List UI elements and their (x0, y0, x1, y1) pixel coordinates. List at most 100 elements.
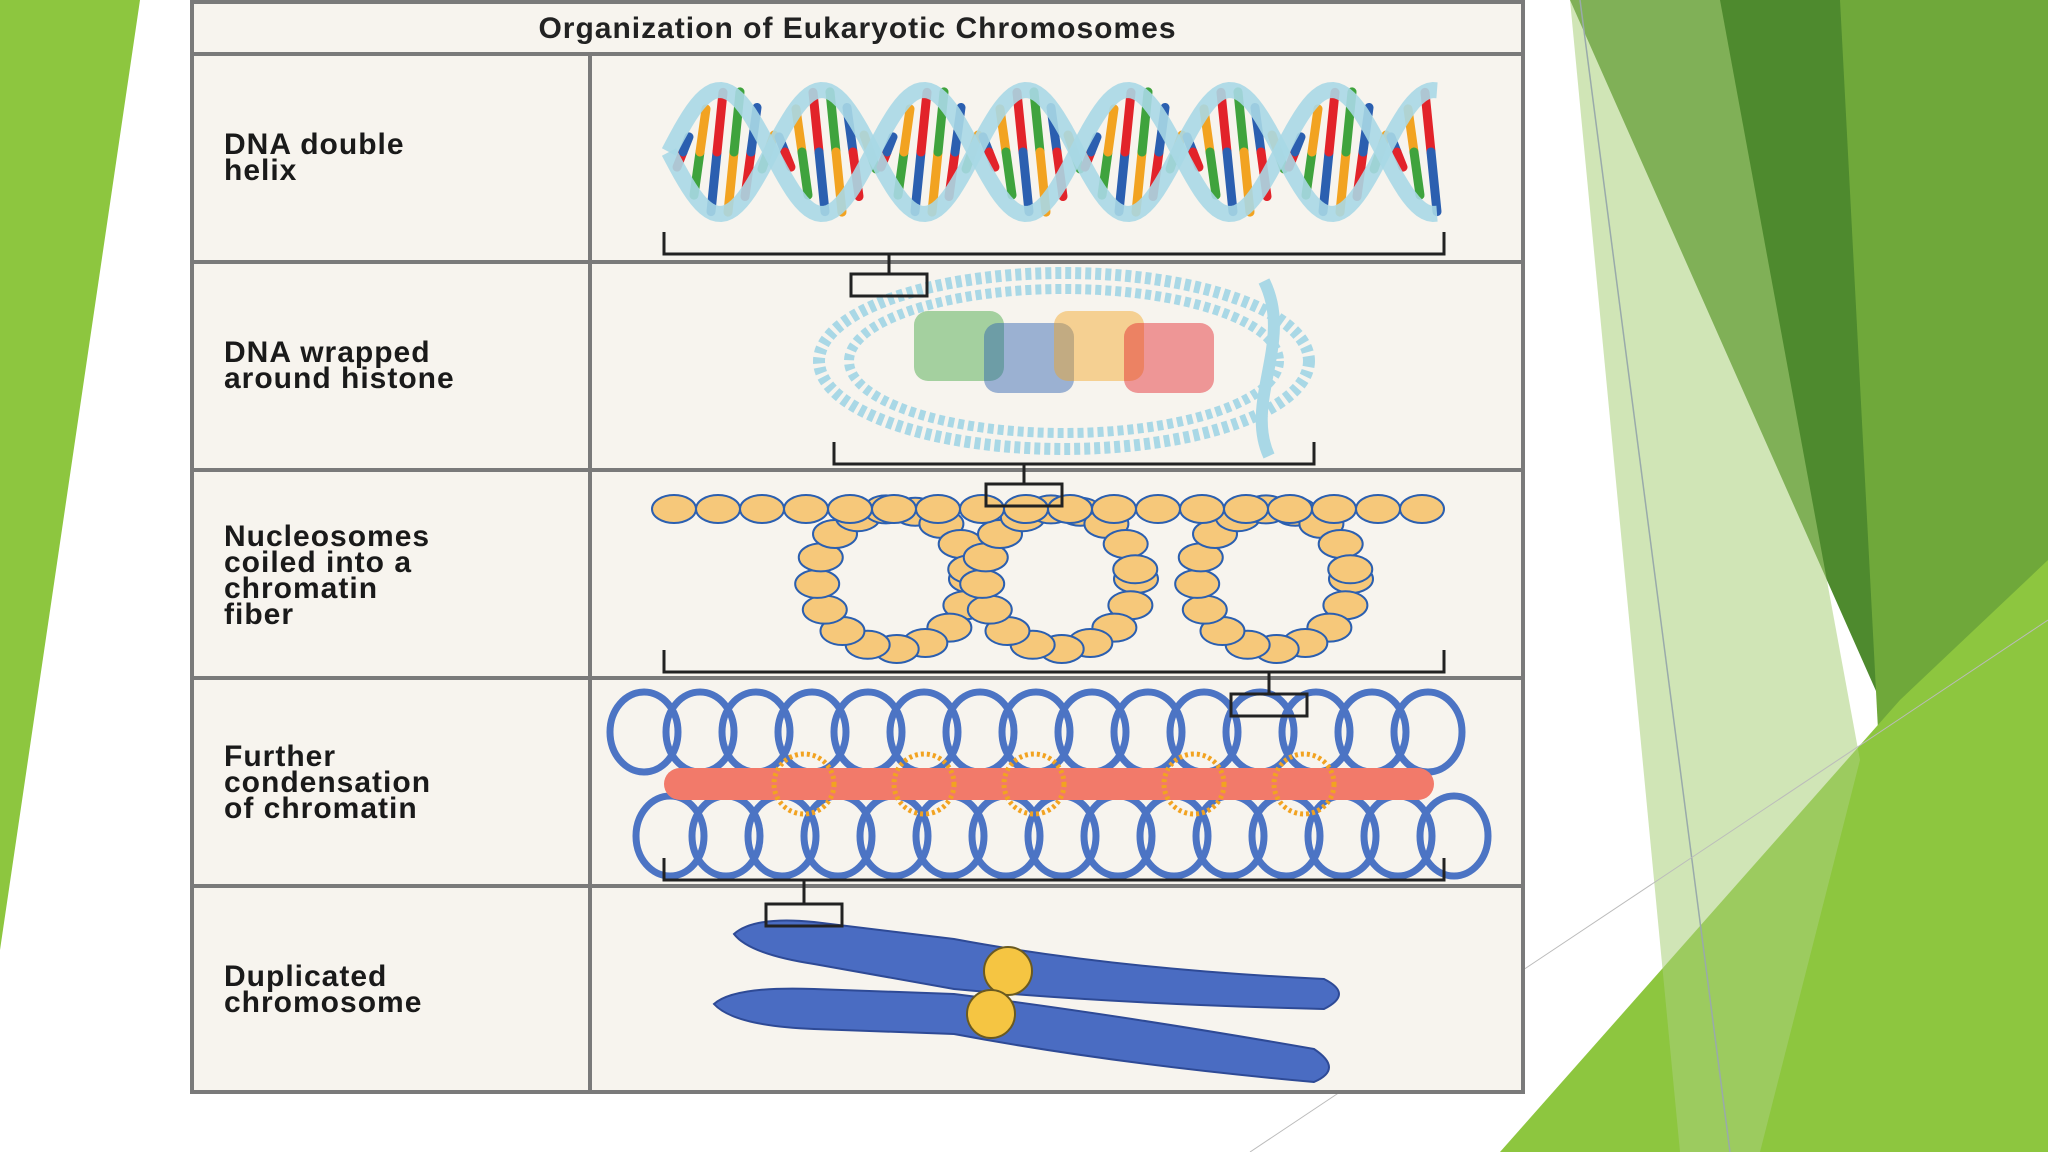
base-pair (1420, 87, 1436, 157)
condensed-chromatin-illustration (606, 688, 1492, 880)
centromere (966, 989, 1016, 1039)
nucleosome (1102, 529, 1149, 559)
nucleosome (1223, 494, 1269, 524)
zoom-brackets (662, 232, 1446, 928)
base-pair (1103, 104, 1119, 157)
scaffold-attachment (1161, 751, 1227, 817)
nucleosome (1267, 494, 1313, 524)
row-label: DNA double helix (224, 128, 594, 186)
label-line: DNA double (224, 128, 405, 161)
zoom-box (1229, 692, 1309, 718)
protein-scaffold (664, 768, 1434, 800)
column-divider (588, 56, 592, 1092)
row-duplicated-chromosome: Duplicated chromosome (194, 888, 1521, 1096)
base-pair (706, 147, 722, 217)
histone-protein (914, 311, 1004, 381)
row-label: Duplicated chromosome (224, 960, 594, 1019)
nucleosome (794, 568, 841, 599)
base-pair (899, 104, 915, 157)
dna-helix-illustration (661, 81, 1442, 223)
label-line: DNA wrapped (224, 336, 431, 369)
base-pair (1324, 87, 1340, 157)
base-pair (1290, 132, 1306, 157)
nucleosome (1399, 494, 1445, 524)
bracket (662, 858, 1446, 882)
base-pair (1114, 147, 1130, 217)
histone-illustration (813, 267, 1315, 459)
base-pair (984, 147, 1000, 172)
zoom-box (849, 272, 929, 298)
base-pair (808, 87, 824, 157)
label-line: Nucleosomes (224, 520, 431, 553)
scaffold-attachment (771, 751, 837, 817)
nucleosome (1174, 568, 1221, 599)
bracket (662, 650, 1446, 674)
base-pair (814, 147, 830, 217)
row-further-condensation: Further condensation of chromatin (194, 680, 1521, 888)
histone-protein (1124, 323, 1214, 393)
label-line: chromosome (224, 986, 423, 1019)
diagram-title: Organization of Eukaryotic Chromosomes (194, 4, 1521, 56)
left-green-shape (0, 0, 140, 950)
sister-chromatid (712, 987, 1330, 1084)
base-pair (1307, 104, 1323, 157)
base-pair (1216, 87, 1232, 157)
sister-chromatid (732, 919, 1340, 1011)
base-pair (797, 147, 813, 200)
linker-dna (1255, 278, 1280, 459)
nucleosome (871, 494, 917, 524)
slide-thin-line-1 (1579, 0, 1731, 1152)
right-green-shape-pale (1570, 0, 1860, 1152)
row-label: DNA wrapped around histone (224, 336, 594, 395)
nucleosome (739, 494, 785, 524)
zoom-box (984, 482, 1064, 508)
base-pair (882, 132, 898, 157)
base-pair (695, 104, 711, 157)
nucleosome (1179, 494, 1225, 524)
base-pair (678, 132, 694, 157)
bracket (832, 442, 1316, 466)
base-pair (1392, 147, 1408, 172)
nucleosome (695, 494, 741, 524)
scaffold-attachment (891, 751, 957, 817)
helix-backbone (661, 81, 1438, 223)
nucleosome (1311, 494, 1357, 524)
wrapped-dna (844, 284, 1284, 438)
chromosome-diagram: Organization of Eukaryotic Chromosomes D… (190, 0, 1525, 1094)
label-line: Duplicated (224, 960, 388, 993)
base-pair (916, 87, 932, 157)
nucleosome (801, 594, 848, 625)
label-line: around histone (224, 362, 455, 395)
label-line: Further (224, 740, 336, 773)
nucleosome (1091, 494, 1137, 524)
nucleosome (1003, 494, 1049, 524)
nucleosome (915, 494, 961, 524)
nucleosome (651, 494, 697, 524)
chromosome-illustration (712, 919, 1340, 1084)
label-line: of chromatin (224, 792, 418, 825)
row-label: Further condensation of chromatin (224, 740, 594, 825)
base-pair (780, 147, 796, 172)
base-pair (1188, 147, 1204, 172)
scaffold-attachment (1271, 751, 1337, 817)
nucleosome (827, 494, 873, 524)
nucleosome (966, 594, 1013, 625)
base-pair (1409, 147, 1425, 200)
centromere (983, 946, 1033, 996)
nucleosome (1047, 494, 1093, 524)
zoom-box (764, 902, 844, 928)
base-pair (1001, 147, 1017, 200)
base-pair (1222, 147, 1238, 217)
helix-backbone (661, 81, 1438, 223)
nucleosome (1135, 494, 1181, 524)
scaffold-attachment (1001, 751, 1067, 817)
row-dna-wrapped-histone: DNA wrapped around histone (194, 264, 1521, 472)
row-chromatin-fiber: Nucleosomes coiled into a chromatin fibe… (194, 472, 1521, 680)
base-pair (910, 147, 926, 217)
diagram-artwork (606, 81, 1492, 1084)
nucleosome (783, 494, 829, 524)
nucleosome (1112, 554, 1159, 585)
row-label: Nucleosomes coiled into a chromatin fibe… (224, 520, 594, 630)
base-pair (1318, 147, 1334, 217)
